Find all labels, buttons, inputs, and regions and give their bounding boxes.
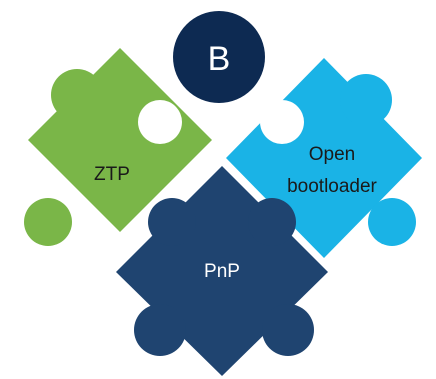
open-bootloader-piece-notch (260, 100, 304, 144)
pnp-label: PnP (204, 261, 240, 282)
pnp-piece-tab-upper-right (248, 198, 296, 246)
open-bootloader-label-line2: bootloader (287, 176, 377, 197)
ztp-piece-notch (138, 100, 182, 144)
open-bootloader-piece-tab-bottom (368, 198, 416, 246)
pnp-piece: PnP (116, 166, 328, 376)
ztp-piece-tab-top (51, 69, 103, 121)
open-bootloader-piece: Open bootloader (226, 58, 422, 258)
badge-letter: B (208, 40, 231, 78)
badge-circle (173, 11, 265, 103)
pnp-piece-tab-upper-left (148, 198, 196, 246)
pnp-piece-tab-left (134, 304, 186, 356)
ztp-piece: ZTP (24, 48, 212, 246)
ztp-label: ZTP (94, 164, 130, 185)
badge: B (173, 11, 265, 103)
open-bootloader-label-line1: Open (309, 144, 355, 165)
pnp-piece-tab-right (262, 304, 314, 356)
ztp-piece-tab-bottom (24, 198, 72, 246)
open-bootloader-piece-tab-top (340, 74, 392, 126)
